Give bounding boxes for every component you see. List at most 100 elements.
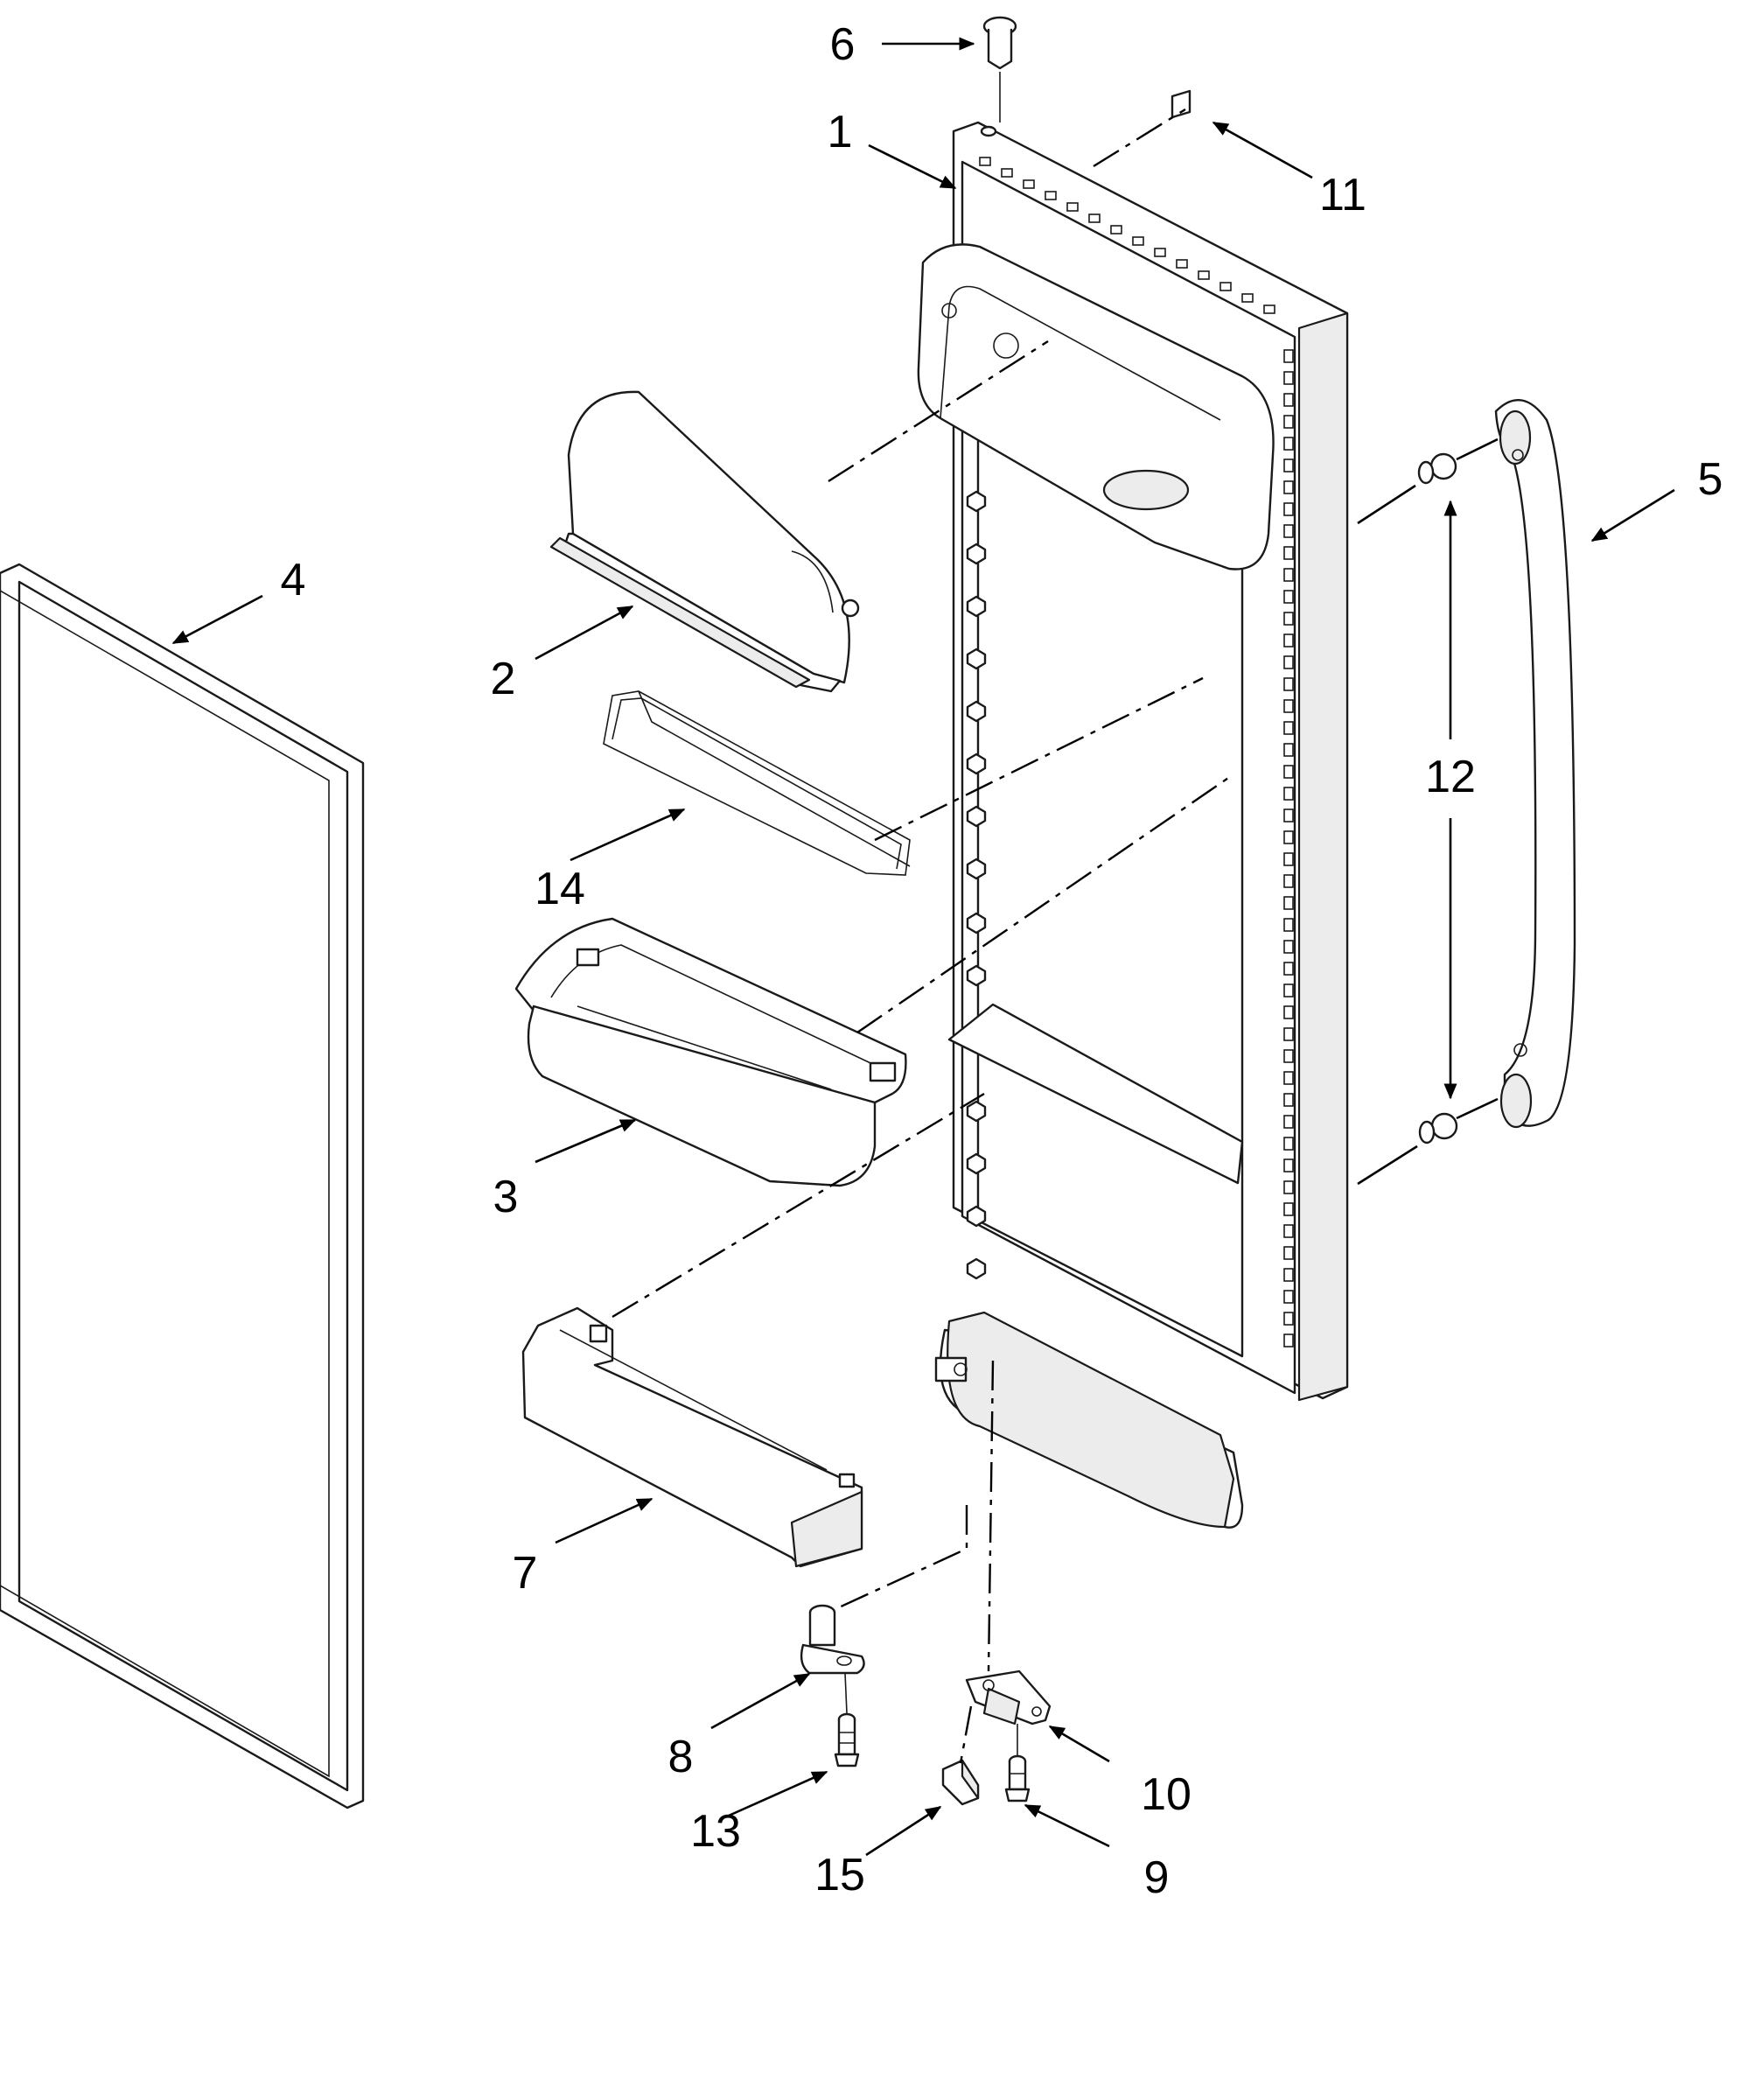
gasket-tick: [1283, 940, 1294, 954]
ledge-tick: [1176, 259, 1188, 269]
shelf-peg: [966, 964, 987, 987]
gasket-tick: [1283, 874, 1294, 888]
wire-retainer-part: [603, 690, 911, 876]
shelf-peg: [966, 648, 987, 670]
callout-1: 1: [828, 107, 853, 158]
shelf-peg: [966, 1205, 987, 1228]
gasket-tick: [1283, 590, 1294, 604]
callout-12: 12: [1425, 752, 1476, 802]
gasket-tick: [1283, 896, 1294, 910]
ledge-tick: [1241, 293, 1254, 303]
ledge-tick: [1219, 282, 1232, 291]
gasket-tick: [1283, 918, 1294, 932]
callout-6: 6: [830, 19, 856, 70]
gasket-tick: [1283, 1137, 1294, 1151]
gasket-tick: [1283, 765, 1294, 779]
callout-2: 2: [491, 654, 516, 704]
shelf-peg: [966, 858, 987, 880]
hinge-screw-part: [834, 1712, 860, 1768]
ledge-tick: [1132, 236, 1144, 246]
ledge-tick: [1001, 168, 1013, 178]
door-handle-part: [1494, 398, 1576, 1129]
shelf-peg: [966, 700, 987, 723]
gasket-tick: [1283, 743, 1294, 757]
gasket-tick: [1283, 852, 1294, 866]
ledge-tick: [1045, 191, 1057, 200]
hinge-pin-part: [982, 16, 1017, 122]
gasket-tick: [1283, 808, 1294, 822]
ledge-tick: [1023, 179, 1035, 189]
gasket-tick: [1283, 371, 1294, 385]
handle-stud-part: [1417, 438, 1499, 1144]
door-bin-part: [514, 917, 907, 1187]
gasket-tick: [1283, 393, 1294, 407]
ledge-tick: [1198, 270, 1210, 280]
hinge-bracket-part: [965, 1670, 1052, 1726]
ledge-tick: [1066, 202, 1079, 212]
shelf-peg: [966, 912, 987, 934]
shelf-peg: [966, 595, 987, 618]
label-part: [1170, 89, 1191, 119]
callout-3: 3: [493, 1172, 519, 1222]
shelf-peg: [966, 805, 987, 828]
callout-11: 11: [1319, 170, 1366, 220]
callout-15: 15: [814, 1850, 865, 1900]
gasket-tick: [1283, 634, 1294, 648]
ledge-tick: [1154, 248, 1166, 257]
gasket-tick: [1283, 612, 1294, 626]
gasket-tick: [1283, 830, 1294, 844]
gasket-tick: [1283, 458, 1294, 472]
callout-5: 5: [1698, 454, 1723, 505]
ledge-tick: [1263, 304, 1275, 314]
gasket-tick: [1283, 677, 1294, 691]
lower-door-bin-part: [521, 1306, 863, 1568]
callout-13: 13: [690, 1806, 741, 1857]
gasket-tick: [1283, 437, 1294, 451]
spacer-part: [941, 1759, 980, 1806]
gasket-tick: [1283, 1224, 1294, 1238]
gasket-tick: [1283, 721, 1294, 735]
gasket-tick: [1283, 1049, 1294, 1063]
gasket-tick: [1283, 524, 1294, 538]
gasket-tick: [1283, 1158, 1294, 1172]
gasket-tick: [1283, 962, 1294, 976]
bracket-screw-part: [1004, 1754, 1031, 1802]
shelf-peg: [966, 1152, 987, 1175]
callout-8: 8: [668, 1732, 694, 1782]
shelf-peg: [966, 752, 987, 775]
callout-7: 7: [513, 1548, 538, 1599]
door-liner-part: [917, 121, 1349, 1529]
ledge-tick: [1088, 214, 1101, 223]
shelf-peg: [966, 1100, 987, 1123]
gasket-tick: [1283, 984, 1294, 998]
gasket-tick: [1283, 699, 1294, 713]
gasket-tick: [1283, 1202, 1294, 1216]
gasket-tick: [1283, 480, 1294, 494]
callout-4: 4: [281, 555, 306, 606]
gasket-tick: [1283, 1290, 1294, 1304]
shelf-peg: [966, 1257, 987, 1280]
ledge-tick: [1110, 225, 1122, 234]
gasket-tick: [1283, 1180, 1294, 1194]
shelf-peg: [966, 490, 987, 513]
callout-labels: 1 2 3 4 5 6 7 8 9 10 11 12 13 14 15: [281, 19, 1723, 1903]
alignment-lines: [611, 108, 1418, 1764]
gasket-tick: [1283, 415, 1294, 429]
gasket-tick: [1283, 546, 1294, 560]
gasket-tick: [1283, 787, 1294, 801]
callout-9: 9: [1144, 1852, 1170, 1903]
ledge-tick: [979, 157, 991, 166]
gasket-tick: [1283, 1071, 1294, 1085]
gasket-tick: [1283, 568, 1294, 582]
gasket-tick: [1283, 1246, 1294, 1260]
gasket-tick: [1283, 502, 1294, 516]
gasket-tick: [1283, 1027, 1294, 1041]
bottom-hinge-part: [800, 1604, 865, 1675]
gasket-tick: [1283, 1115, 1294, 1129]
gasket-tick: [1283, 1093, 1294, 1107]
callout-10: 10: [1141, 1769, 1191, 1820]
callout-14: 14: [535, 864, 585, 914]
door-gasket-part: [0, 563, 365, 1810]
gasket-tick: [1283, 349, 1294, 363]
